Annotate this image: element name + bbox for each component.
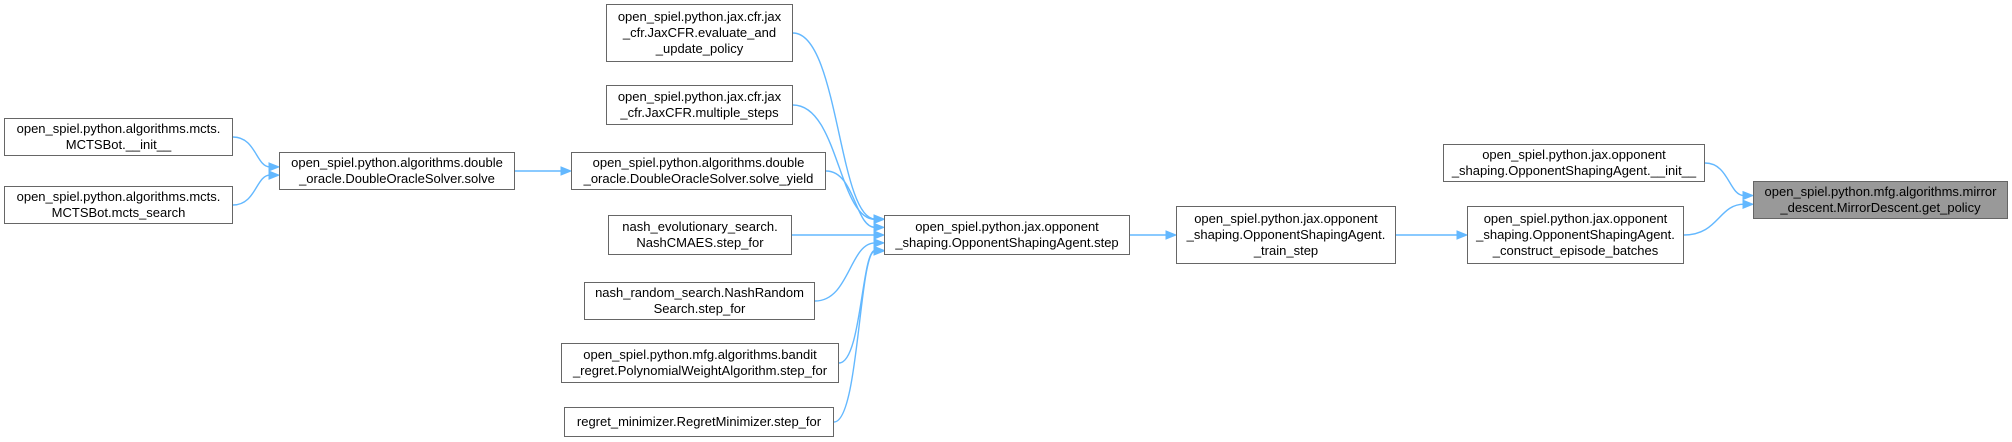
- edge-mcts_init-to-do_solve: [232, 136, 271, 168]
- node-bandit-regret-step-for[interactable]: open_spiel.python.mfg.algorithms.bandit_…: [561, 343, 839, 383]
- edge-arrowhead: [873, 246, 886, 256]
- node-opponent-shaping-train-step[interactable]: open_spiel.python.jax.opponent_shaping.O…: [1176, 206, 1396, 264]
- edge-arrowhead: [873, 214, 886, 225]
- node-mcts-bot-mcts-search[interactable]: open_spiel.python.algorithms.mcts.MCTSBo…: [4, 186, 233, 224]
- edge-do_solve_yield-to-os_step: [825, 170, 876, 229]
- edge-regret_min-to-os_step: [833, 250, 876, 423]
- edge-os_construct-to-get_policy: [1683, 203, 1745, 236]
- edge-arrowhead: [268, 170, 281, 180]
- edge-arrowhead: [873, 222, 886, 233]
- node-regret-minimizer-step-for[interactable]: regret_minimizer.RegretMinimizer.step_fo…: [564, 407, 834, 437]
- node-nash-evolutionary-search-step-for[interactable]: nash_evolutionary_search.NashCMAES.step_…: [608, 215, 792, 255]
- edge-arrowhead: [1742, 190, 1755, 201]
- edge-arrowhead: [1165, 230, 1178, 240]
- node-opponent-shaping-init[interactable]: open_spiel.python.jax.opponent_shaping.O…: [1443, 144, 1705, 182]
- edge-arrowhead: [1456, 230, 1469, 240]
- node-double-oracle-solve[interactable]: open_spiel.python.algorithms.double_orac…: [279, 152, 515, 190]
- edge-arrowhead: [873, 238, 886, 248]
- edge-arrowhead: [268, 162, 281, 172]
- edge-mcts_search-to-do_solve: [232, 174, 271, 206]
- node-opponent-shaping-construct-episode-batches[interactable]: open_spiel.python.jax.opponent_shaping.O…: [1467, 206, 1684, 264]
- node-jaxcfr-multiple-steps[interactable]: open_spiel.python.jax.cfr.jax_cfr.JaxCFR…: [606, 85, 793, 125]
- edge-arrowhead: [560, 166, 573, 176]
- node-double-oracle-solve-yield[interactable]: open_spiel.python.algorithms.double_orac…: [571, 152, 826, 190]
- node-mcts-bot-init[interactable]: open_spiel.python.algorithms.mcts.MCTSBo…: [4, 118, 233, 156]
- edge-jaxcfr_multi-to-os_step: [792, 104, 876, 221]
- node-jaxcfr-evaluate-and-update-policy[interactable]: open_spiel.python.jax.cfr.jax_cfr.JaxCFR…: [606, 4, 793, 62]
- edge-nash_random-to-os_step: [814, 242, 876, 302]
- edge-jaxcfr_eval-to-os_step: [792, 32, 876, 220]
- edge-arrowhead: [1742, 199, 1755, 209]
- node-mirror-descent-get-policy[interactable]: open_spiel.python.mfg.algorithms.mirror_…: [1753, 181, 2008, 219]
- edge-arrowhead: [873, 230, 886, 240]
- edge-os_init-to-get_policy: [1704, 162, 1745, 197]
- node-opponent-shaping-step[interactable]: open_spiel.python.jax.opponent_shaping.O…: [884, 215, 1130, 255]
